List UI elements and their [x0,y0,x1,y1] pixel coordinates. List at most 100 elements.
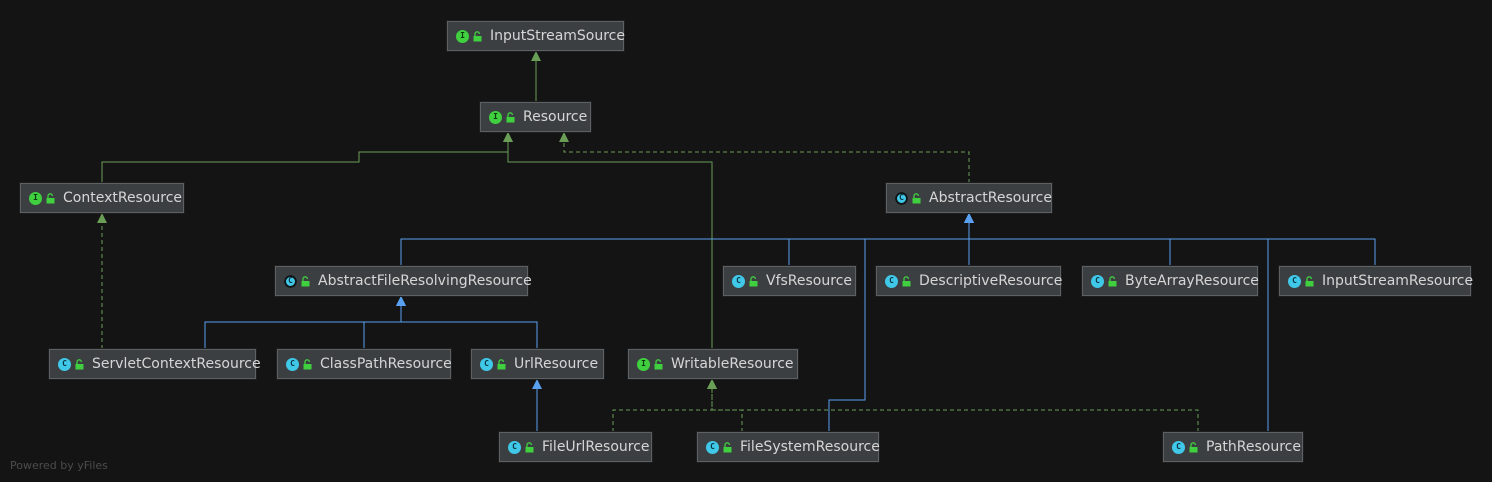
public-unlock-icon [912,192,921,203]
class-icon: C [1172,440,1185,454]
edge-line [204,305,402,349]
arrowhead [964,213,974,223]
interface-icon: I [29,191,42,205]
node-input-stream-resource[interactable]: C InputStreamResource [1279,266,1474,296]
node-label: AbstractResource [929,190,1052,206]
node-abstract-file-resolving-resource[interactable]: C AbstractFileResolvingResource [275,266,532,296]
node-label: PathResource [1206,439,1301,455]
node-context-resource[interactable]: I ContextResource [20,183,184,213]
edge-line [612,388,713,432]
interface-icon: I [489,110,502,124]
arrowhead [531,51,541,61]
node-label: Resource [523,109,588,125]
edge-line [400,222,970,266]
class-icon: C [1091,274,1104,288]
node-label: ByteArrayResource [1125,273,1259,289]
node-label: InputStreamResource [1322,273,1474,289]
edge-line [507,141,713,349]
public-unlock-icon [497,358,506,369]
node-servlet-context-resource[interactable]: C ServletContextResource [49,349,261,379]
node-writable-resource[interactable]: I WritableResource [628,349,798,379]
node-label: FileSystemResource [740,439,880,455]
edge-line [363,305,402,349]
edge-writable-resource-to-resource [503,132,713,349]
edge-file-system-resource-to-abstract-resource [828,213,974,432]
edge-line [828,222,970,432]
edge-line [563,141,970,183]
edge-line [968,222,1171,266]
public-unlock-icon [46,192,55,203]
node-abstract-resource[interactable]: C AbstractResource [886,183,1052,213]
class-icon: C [706,440,719,454]
node-file-system-resource[interactable]: C FileSystemResource [697,432,880,462]
edge-context-resource-to-resource [101,132,513,183]
node-path-resource[interactable]: C PathResource [1163,432,1303,462]
yfiles-credit: Powered by yFiles [10,459,108,472]
public-unlock-icon [301,275,310,286]
node-resource[interactable]: I Resource [480,102,591,132]
node-vfs-resource[interactable]: C VfsResource [723,266,856,296]
node-label: DescriptiveResource [919,273,1063,289]
arrowhead [559,132,569,142]
interface-icon: I [637,357,650,371]
abstract-class-icon: C [284,274,297,288]
public-unlock-icon [902,275,911,286]
public-unlock-icon [654,358,663,369]
arrowhead [707,379,717,389]
public-unlock-icon [75,358,84,369]
node-label: UrlResource [514,356,599,372]
arrowhead [532,379,542,389]
edge-line [968,222,1376,266]
class-icon: C [286,357,299,371]
public-unlock-icon [1108,275,1117,286]
public-unlock-icon [749,275,758,286]
class-icon: C [732,274,745,288]
public-unlock-icon [1305,275,1314,286]
node-label: InputStreamSource [490,28,625,44]
node-label: VfsResource [766,273,853,289]
node-file-url-resource[interactable]: C FileUrlResource [499,432,652,462]
edge-abstract-resource-to-resource [559,132,970,183]
node-label: ContextResource [63,190,183,206]
node-byte-array-resource[interactable]: C ByteArrayResource [1082,266,1259,296]
node-url-resource[interactable]: C UrlResource [471,349,604,379]
node-input-stream-source[interactable]: I InputStreamSource [447,21,625,51]
public-unlock-icon [723,441,732,452]
class-icon: C [480,357,493,371]
edge-file-url-resource-to-writable-resource [612,379,717,432]
public-unlock-icon [473,30,482,41]
edge-file-url-resource-to-url-resource [532,379,542,432]
class-icon: C [885,274,898,288]
edge-url-resource-to-abstract-file-resolving-resource [396,296,538,349]
edge-path-resource-to-abstract-resource [964,213,1269,432]
public-unlock-icon [506,111,515,122]
node-label: WritableResource [671,356,794,372]
edge-line [400,305,538,349]
node-class-path-resource[interactable]: C ClassPathResource [277,349,452,379]
edge-path-resource-to-writable-resource [707,379,1199,432]
class-icon: C [1288,274,1301,288]
public-unlock-icon [525,441,534,452]
node-descriptive-resource[interactable]: C DescriptiveResource [876,266,1063,296]
class-icon: C [508,440,521,454]
class-icon: C [58,357,71,371]
edge-line [101,141,509,183]
edge-resource-to-input-stream-source [531,51,541,102]
public-unlock-icon [303,358,312,369]
node-label: ServletContextResource [92,356,261,372]
edge-line [711,388,1199,432]
public-unlock-icon [1189,441,1198,452]
arrowhead [396,296,406,306]
edge-servlet-context-resource-to-context-resource [97,213,107,349]
node-label: AbstractFileResolvingResource [318,273,532,289]
edge-line [788,222,970,266]
abstract-class-icon: C [895,191,908,205]
arrowhead [97,213,107,223]
node-label: FileUrlResource [542,439,650,455]
node-label: ClassPathResource [320,356,452,372]
edge-line [968,222,1269,432]
interface-icon: I [456,29,469,43]
arrowhead [503,132,513,142]
